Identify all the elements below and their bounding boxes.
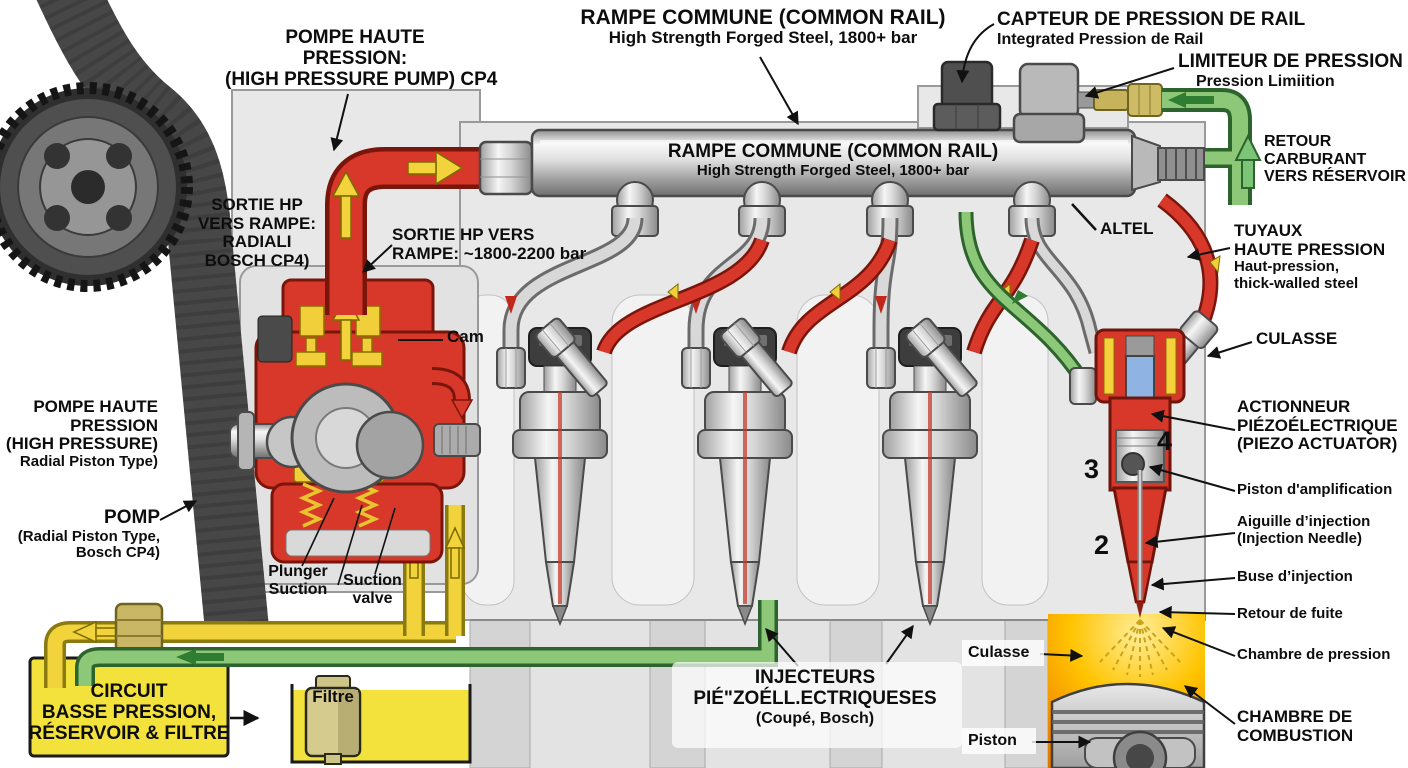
amplifier-piston-ball — [1121, 452, 1145, 476]
label-line: (Radial Piston Type, — [17, 527, 160, 545]
label-low-circuit: CIRCUIT BASSE PRESSION, RÉSERVOIR & FILT… — [28, 681, 230, 745]
label-line: ACTIONNEUR — [1237, 397, 1351, 416]
label-line: BOSCH CP4) — [204, 251, 310, 271]
label-fuel-return: RETOUR CARBURANT VERS RÉSERVOIR — [1264, 133, 1408, 186]
label-altel: ALTEL — [1100, 219, 1154, 238]
label-line: RÉSERVOIR & FILTRE — [28, 722, 230, 744]
inline-valve — [114, 602, 164, 654]
label-line: POMPE HAUTE — [285, 27, 425, 48]
label-line: VERS RÉSERVOIR — [1264, 168, 1406, 186]
label-culasse-bottom: Culasse — [968, 644, 1030, 661]
label-line: valve — [352, 589, 393, 607]
label-line: PIÉZOÉLECTRIQUE — [1237, 415, 1398, 435]
label-line: Pression Limiition — [1196, 72, 1335, 90]
label-pressure-limiter: LIMITEUR DE PRESSION Pression Limiition — [1178, 51, 1406, 90]
label-hp-outlet-right: SORTIE HP VERS RAMPE: ~1800-2200 bar — [392, 225, 632, 263]
rail-pressure-sensor — [932, 60, 1002, 132]
label-line: PRESSION — [70, 415, 158, 435]
high-pressure-pump — [229, 278, 481, 564]
label-line: CIRCUIT — [90, 681, 168, 702]
label-line: COMBUSTION — [1237, 725, 1354, 745]
label-line: thick-walled steel — [1234, 274, 1359, 292]
label-line: RAMPE COMMUNE (COMMON RAIL) — [667, 141, 999, 162]
label-line: (HIGH PRESSURE PUMP) CP4 — [225, 68, 498, 90]
label-rail-sensor: CAPTEUR DE PRESSION DE RAIL Integrated P… — [997, 9, 1306, 48]
label-line: (Injection Needle) — [1237, 529, 1363, 547]
label-filter: Filtre — [312, 687, 354, 706]
label-line: RAMPE: ~1800-2200 bar — [392, 243, 587, 263]
fuel-spray — [1099, 619, 1181, 677]
label-line: BASSE PRESSION, — [41, 701, 217, 723]
label-line: INJECTEURS — [754, 667, 876, 688]
label-line: Integrated Pression de Rail — [997, 30, 1204, 48]
label-rail-top: RAMPE COMMUNE (COMMON RAIL) High Strengt… — [563, 6, 963, 48]
low-pressure-circuit — [28, 505, 778, 765]
label-pomp: POMP (Radial Piston Type, Bosch CP4) — [0, 507, 160, 562]
label-cam: Cam — [447, 327, 484, 346]
combustion-chamber — [1048, 614, 1206, 768]
label-line: PRESSION: — [302, 47, 408, 69]
return-flow-arrow — [176, 649, 224, 665]
label-line: Aiguille d’injection — [1237, 513, 1371, 530]
label-line: Suction — [343, 572, 402, 589]
label-line: Suction — [268, 580, 328, 598]
label-piezo-actuator: ACTIONNEUR PIÉZOÉLECTRIQUE (PIEZO ACTUAT… — [1237, 397, 1408, 454]
label-number-3: 3 — [1084, 454, 1100, 484]
label-suction-valve: Suction valve — [330, 572, 415, 607]
label-leak-return: Retour de fuite — [1237, 605, 1343, 622]
label-amp-piston: Piston d'amplification — [1237, 481, 1393, 498]
label-piston-bottom: Piston — [968, 732, 1017, 749]
label-line: PIÉ"ZOÉLL.ECTRIQUESES — [693, 687, 937, 709]
label-culasse-right: CULASSE — [1256, 329, 1338, 348]
hp-supply-pipe — [325, 147, 488, 315]
label-line: (Coupé, Bosch) — [755, 709, 875, 727]
return-label-arrow — [1234, 133, 1262, 189]
label-line: Haut-pression, — [1234, 258, 1340, 276]
label-line: HAUTE PRESSION — [1234, 239, 1386, 259]
label-injectors: INJECTEURS PIÉ"ZOÉLL.ECTRIQUESES (Coupé,… — [665, 667, 965, 727]
label-hp-outlet-left: SORTIE HP VERS RAMPE: RADIALI BOSCH CP4) — [157, 195, 357, 271]
label-line: SORTIE HP VERS — [392, 225, 535, 244]
label-line: RADIALI — [222, 232, 292, 252]
label-line: CHAMBRE DE — [1237, 707, 1353, 726]
fuel-filter — [304, 675, 362, 765]
label-line: (HIGH PRESSURE) — [5, 434, 158, 454]
label-line: VERS RAMPE: — [197, 213, 317, 233]
label-needle: Aiguille d’injection (Injection Needle) — [1237, 513, 1408, 547]
label-line: (PIEZO ACTUATOR) — [1237, 434, 1398, 454]
label-line: TUYAUX — [1234, 221, 1303, 240]
label-line: SORTIE HP — [211, 195, 303, 214]
label-line: Radial Piston Type) — [19, 453, 158, 471]
label-line: RETOUR — [1264, 133, 1332, 150]
common-rail — [478, 60, 1252, 237]
label-line: CAPTEUR DE PRESSION DE RAIL — [997, 9, 1306, 30]
label-combustion-chamber: CHAMBRE DE COMBUSTION — [1237, 707, 1408, 745]
label-nozzle: Buse d’injection — [1237, 568, 1353, 585]
label-line: Bosch CP4) — [75, 544, 160, 562]
label-line: CARBURANT — [1264, 150, 1367, 168]
pressure-limiter-valve — [1012, 62, 1163, 144]
label-hp-pipes: TUYAUX HAUTE PRESSION Haut-pression, thi… — [1234, 221, 1408, 292]
label-pressure-chamber: Chambre de pression — [1237, 646, 1391, 663]
leader-lines — [159, 23, 1253, 749]
injector-pipes — [502, 193, 1221, 385]
pump-pulley — [0, 82, 193, 292]
label-pump-left: POMPE HAUTE PRESSION (HIGH PRESSURE) Rad… — [0, 397, 158, 471]
label-pump-top: POMPE HAUTE PRESSION: (HIGH PRESSURE PUM… — [225, 27, 498, 91]
label-line: RAMPE COMMUNE (COMMON RAIL) — [580, 6, 946, 29]
label-line: POMP — [104, 507, 160, 528]
label-line: High Strength Forged Steel, 1800+ bar — [696, 161, 970, 179]
label-line: LIMITEUR DE PRESSION — [1178, 51, 1403, 72]
label-line: Plunger — [268, 563, 328, 580]
label-plunger: Plunger Suction — [248, 563, 348, 598]
label-rail-body: RAMPE COMMUNE (COMMON RAIL) High Strengt… — [613, 141, 1053, 179]
label-line: High Strength Forged Steel, 1800+ bar — [608, 28, 918, 48]
label-line: POMPE HAUTE — [33, 397, 158, 416]
label-number-2: 2 — [1094, 530, 1110, 560]
label-number-4: 4 — [1157, 426, 1173, 456]
